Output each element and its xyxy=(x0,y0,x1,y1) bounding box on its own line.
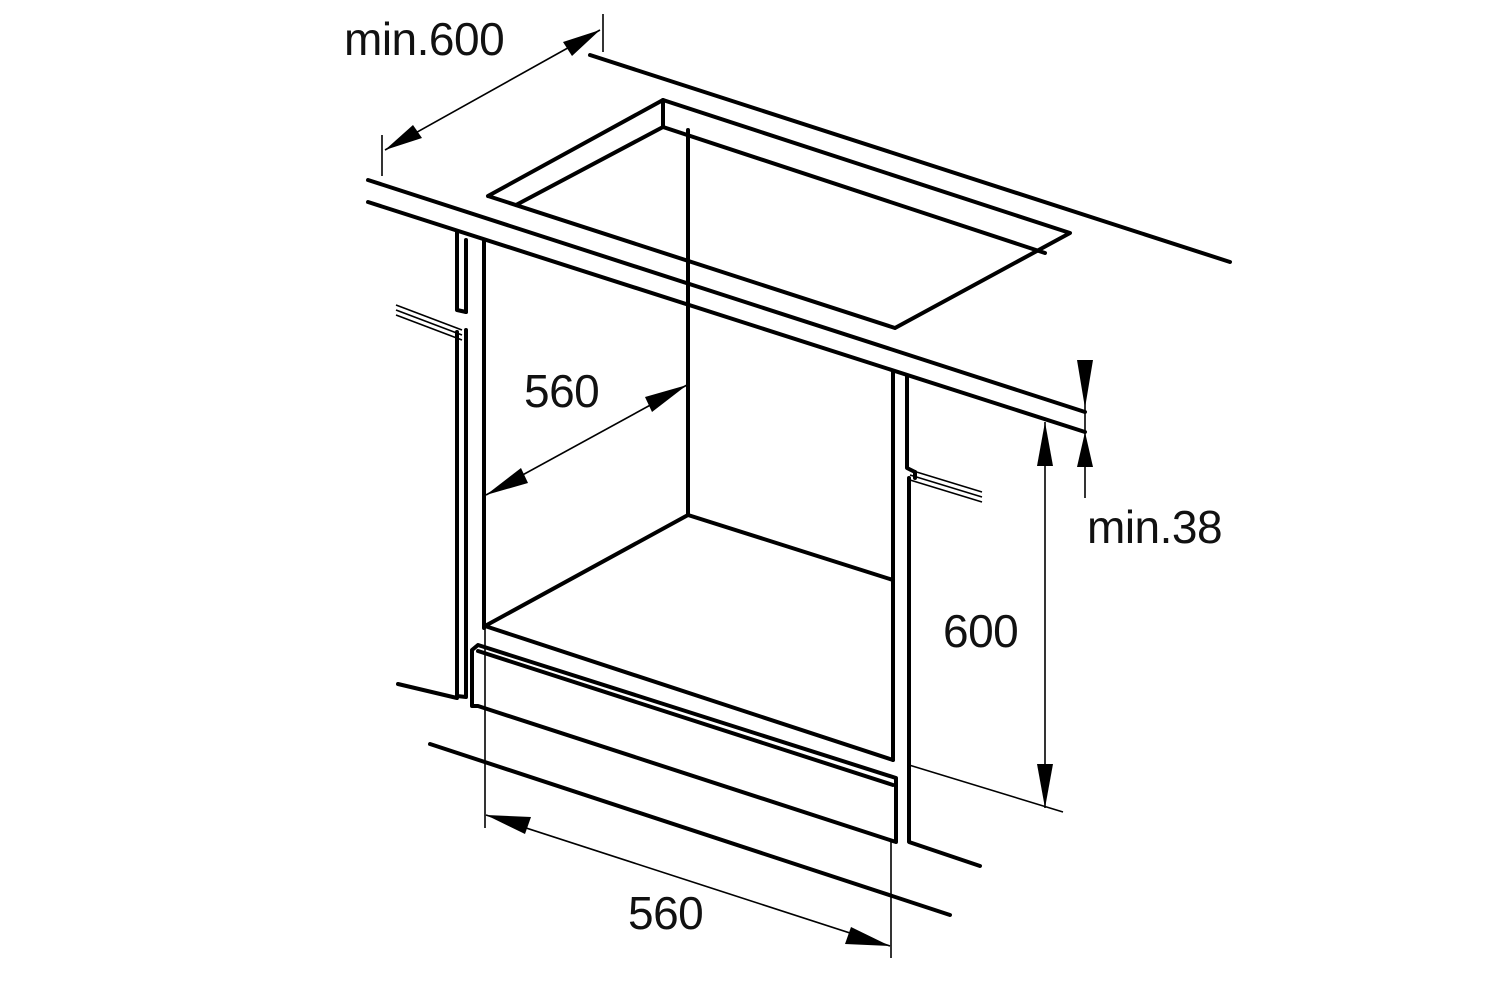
dimension-worktop-thickness xyxy=(1077,360,1093,498)
dimension-cavity-width xyxy=(484,628,892,958)
dimension-counter-depth xyxy=(381,14,604,176)
label-cavity-depth: 560 xyxy=(524,365,600,417)
label-counter-depth: min.600 xyxy=(344,13,505,65)
label-cavity-width: 560 xyxy=(628,887,704,939)
worktop xyxy=(366,53,1232,434)
plinth-panel xyxy=(428,643,1064,917)
cabinet-niche xyxy=(395,128,983,868)
label-worktop-thickness: min.38 xyxy=(1087,501,1223,553)
dimension-cavity-depth xyxy=(485,384,688,496)
dimension-cavity-height xyxy=(1037,422,1053,808)
label-cavity-height: 600 xyxy=(943,605,1019,657)
